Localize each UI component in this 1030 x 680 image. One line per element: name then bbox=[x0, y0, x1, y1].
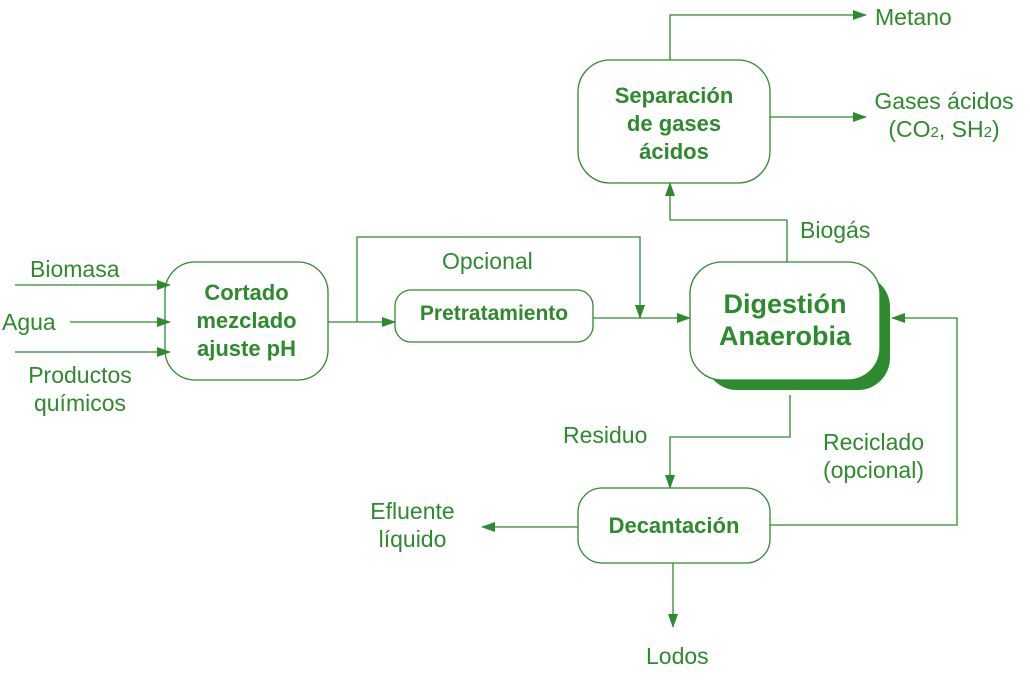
cortado-box-label: Cortado mezclado ajuste pH bbox=[165, 262, 328, 380]
label-biogas: Biogás bbox=[800, 217, 871, 243]
pretratamiento-box bbox=[394, 289, 594, 343]
label-biomasa: Biomasa bbox=[30, 256, 120, 282]
label-efluente-line-2: líquido bbox=[378, 526, 447, 552]
label-gases-acidos: Gases ácidos (CO2, SH2) bbox=[858, 87, 1030, 147]
arrow-residuo bbox=[665, 395, 791, 489]
label-reciclado: Reciclado (opcional) bbox=[823, 428, 924, 484]
digestion-line-1: Digestión bbox=[723, 289, 847, 319]
label-productos-line-1: Productos bbox=[28, 362, 132, 388]
decantacion-text: Decantación bbox=[608, 512, 740, 538]
arrow-opcional-bypass bbox=[356, 236, 645, 322]
label-reciclado-line-1: Reciclado bbox=[823, 429, 924, 455]
label-gases-acidos-line-2: (CO2, SH2) bbox=[888, 116, 1000, 142]
separacion-line-1: Separación bbox=[614, 83, 734, 108]
label-efluente-line-1: Efluente bbox=[370, 498, 455, 524]
label-lodos: Lodos bbox=[646, 643, 709, 669]
arrow-reciclado bbox=[770, 313, 958, 526]
digestion-box-label: Digestión Anaerobia bbox=[690, 270, 880, 370]
arrow-metano bbox=[669, 10, 867, 60]
digestion-line-2: Anaerobia bbox=[718, 321, 852, 351]
separacion-line-3: ácidos bbox=[639, 139, 709, 164]
cortado-line-3: ajuste pH bbox=[196, 336, 297, 361]
label-agua: Agua bbox=[2, 309, 56, 335]
label-efluente: Efluente líquido bbox=[355, 497, 470, 553]
arrow-biogas bbox=[665, 182, 788, 262]
cortado-line-1: Cortado bbox=[204, 280, 289, 305]
label-reciclado-line-2: (opcional) bbox=[823, 457, 924, 483]
label-opcional: Opcional bbox=[442, 248, 533, 274]
pretratamiento-box-label: Pretratamiento bbox=[395, 290, 593, 338]
pretratamiento-text: Pretratamiento bbox=[419, 302, 569, 325]
label-productos: Productos químicos bbox=[10, 361, 150, 417]
label-productos-line-2: químicos bbox=[33, 390, 127, 416]
separacion-line-2: de gases bbox=[626, 111, 722, 136]
separacion-box-label: Separación de gases ácidos bbox=[578, 60, 770, 188]
label-metano: Metano bbox=[875, 4, 952, 30]
label-gases-acidos-line-1: Gases ácidos bbox=[874, 88, 1014, 114]
label-residuo: Residuo bbox=[563, 422, 648, 448]
cortado-line-2: mezclado bbox=[196, 308, 297, 333]
decantacion-box-label: Decantación bbox=[578, 488, 770, 563]
